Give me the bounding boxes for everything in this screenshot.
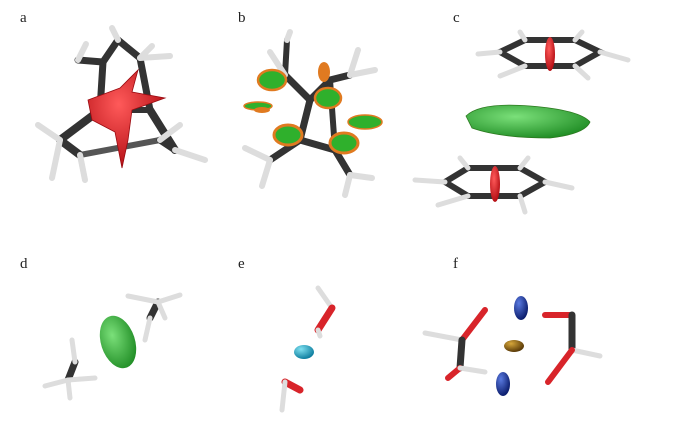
benzene-top — [475, 29, 631, 81]
ring-center-surface — [504, 340, 524, 352]
water-bottom — [279, 378, 304, 413]
panel-label-e: e — [238, 256, 245, 272]
panel-label-b: b — [238, 10, 246, 26]
molecule-cage — [242, 29, 378, 198]
molecule-bicyclic — [35, 25, 208, 183]
acid-left — [422, 307, 488, 381]
benzene-bottom — [412, 155, 575, 215]
water-top — [314, 285, 336, 339]
interaction-disks-b — [243, 62, 383, 155]
panel-label-a: a — [20, 10, 27, 26]
panel-b: b — [238, 10, 383, 198]
strong-attraction-bottom — [496, 372, 510, 396]
panel-f: f — [422, 256, 603, 396]
panel-a: a — [20, 10, 208, 183]
methane-left — [42, 337, 98, 401]
panel-label-d: d — [20, 256, 28, 272]
vdw-surface-d — [99, 315, 137, 369]
panel-d: d — [20, 256, 183, 401]
panel-e: e — [238, 256, 336, 413]
repulsion-surface-a — [87, 68, 167, 169]
hbond-surface-e — [294, 345, 314, 359]
panel-c: c — [412, 10, 631, 215]
panel-label-c: c — [453, 10, 460, 26]
vdw-surface-c — [465, 104, 591, 139]
strong-attraction-top — [514, 296, 528, 320]
acid-right — [542, 311, 603, 385]
panel-label-f: f — [453, 256, 458, 272]
methane-right — [125, 292, 183, 343]
